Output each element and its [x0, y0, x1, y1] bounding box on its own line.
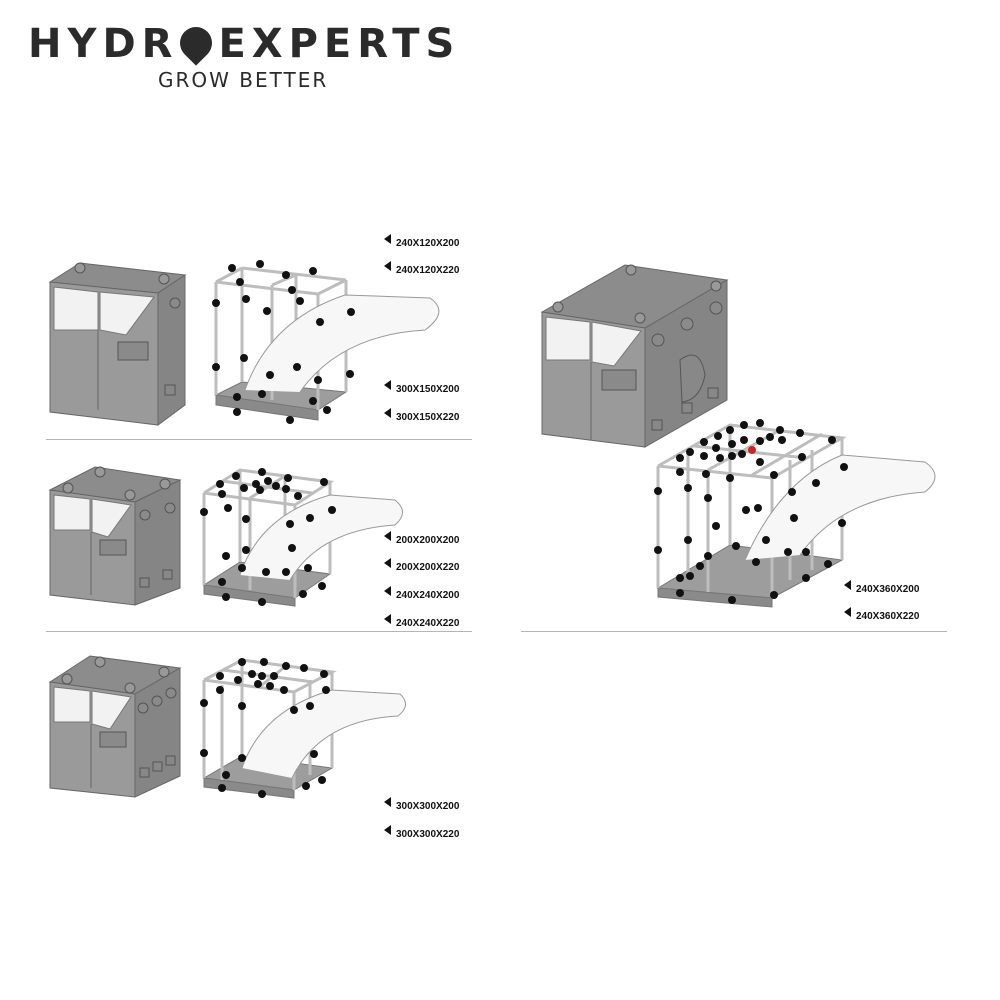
- arrow-icon: [384, 234, 391, 244]
- tent-vent: [158, 666, 170, 678]
- tent-vent: [710, 280, 722, 292]
- tent-window: [601, 369, 637, 391]
- tent-vent: [709, 301, 723, 315]
- size-label: 240X120X220: [396, 265, 460, 276]
- frame-diagram-2: [202, 468, 403, 607]
- tent-vent: [137, 702, 149, 714]
- size-label: 200X200X220: [396, 562, 460, 573]
- tent-door-flap: [545, 316, 591, 361]
- size-label: 200X200X200: [396, 535, 460, 546]
- size-label: 300X150X200: [396, 384, 460, 395]
- size-label: 300X150X220: [396, 412, 460, 423]
- tent-vent: [169, 297, 181, 309]
- frame-labels-3: [200, 658, 330, 798]
- arrow-icon: [384, 408, 391, 418]
- tent-vent: [680, 317, 694, 331]
- size-label: 300X300X200: [396, 801, 460, 812]
- tent-vent: [94, 656, 106, 668]
- tent-side: [157, 274, 186, 426]
- tent-door-flap: [591, 321, 642, 367]
- frame-diagram-4: [656, 423, 936, 608]
- arrow-icon: [384, 825, 391, 835]
- tent-vent: [62, 482, 74, 494]
- tent-vent: [124, 682, 136, 694]
- tent-vent: [94, 466, 106, 478]
- tent-door-flap: [91, 498, 132, 538]
- tent-vent: [159, 478, 171, 490]
- arrow-icon: [384, 586, 391, 596]
- tent-window: [99, 731, 127, 748]
- tent-illustration-2: [48, 466, 182, 606]
- logo-wordmark: HYDR EXPERTS: [28, 20, 461, 67]
- highlight-marker: [748, 446, 756, 454]
- logo-text-hydr: HYDR: [28, 21, 179, 67]
- tent-vent: [139, 509, 151, 521]
- tent-door-flap: [53, 686, 91, 723]
- size-label: 240X360X200: [856, 584, 920, 595]
- tent-illustration-1: [48, 262, 187, 426]
- tent-vent: [158, 273, 170, 285]
- tent-vent: [552, 301, 564, 313]
- size-label: 240X120X200: [396, 238, 460, 249]
- tent-vent: [151, 695, 163, 707]
- tent-illustration-4: [540, 264, 729, 448]
- tent-vent: [74, 262, 86, 274]
- arrow-icon: [844, 580, 851, 590]
- size-label: 240X360X220: [856, 611, 920, 622]
- frame-labels-4: [654, 419, 848, 604]
- tent-vent: [61, 673, 73, 685]
- tent-door-flap: [91, 690, 132, 730]
- size-label: 240X240X200: [396, 590, 460, 601]
- tent-vent: [625, 264, 637, 276]
- divider: [46, 439, 472, 440]
- tent-vent: [165, 687, 177, 699]
- arrow-icon: [384, 531, 391, 541]
- tent-vent: [164, 502, 176, 514]
- brand-logo: HYDR EXPERTS GROW BETTER: [28, 20, 461, 92]
- tent-vent: [124, 489, 136, 501]
- tent-door-flap: [99, 291, 155, 336]
- arrow-icon: [384, 797, 391, 807]
- tent-door-flap: [53, 494, 91, 531]
- tent-vent: [651, 333, 665, 347]
- arrow-icon: [384, 558, 391, 568]
- tent-vent: [634, 312, 646, 324]
- arrow-icon: [384, 261, 391, 271]
- frame-diagram-1: [214, 266, 440, 421]
- tent-window: [99, 539, 127, 556]
- size-label: 240X240X220: [396, 618, 460, 629]
- size-label: 300X300X220: [396, 829, 460, 840]
- arrow-icon: [384, 380, 391, 390]
- frame-labels-2: [200, 468, 336, 606]
- logo-text-experts: EXPERTS: [218, 21, 461, 67]
- arrow-icon: [384, 614, 391, 624]
- tent-door-flap: [53, 286, 99, 331]
- divider: [46, 631, 472, 632]
- frame-labels-1: [212, 260, 355, 424]
- arrow-icon: [844, 607, 851, 617]
- divider: [521, 631, 947, 632]
- logo-tagline: GROW BETTER: [158, 68, 329, 92]
- tent-window: [117, 341, 149, 361]
- tent-illustration-3: [48, 655, 182, 798]
